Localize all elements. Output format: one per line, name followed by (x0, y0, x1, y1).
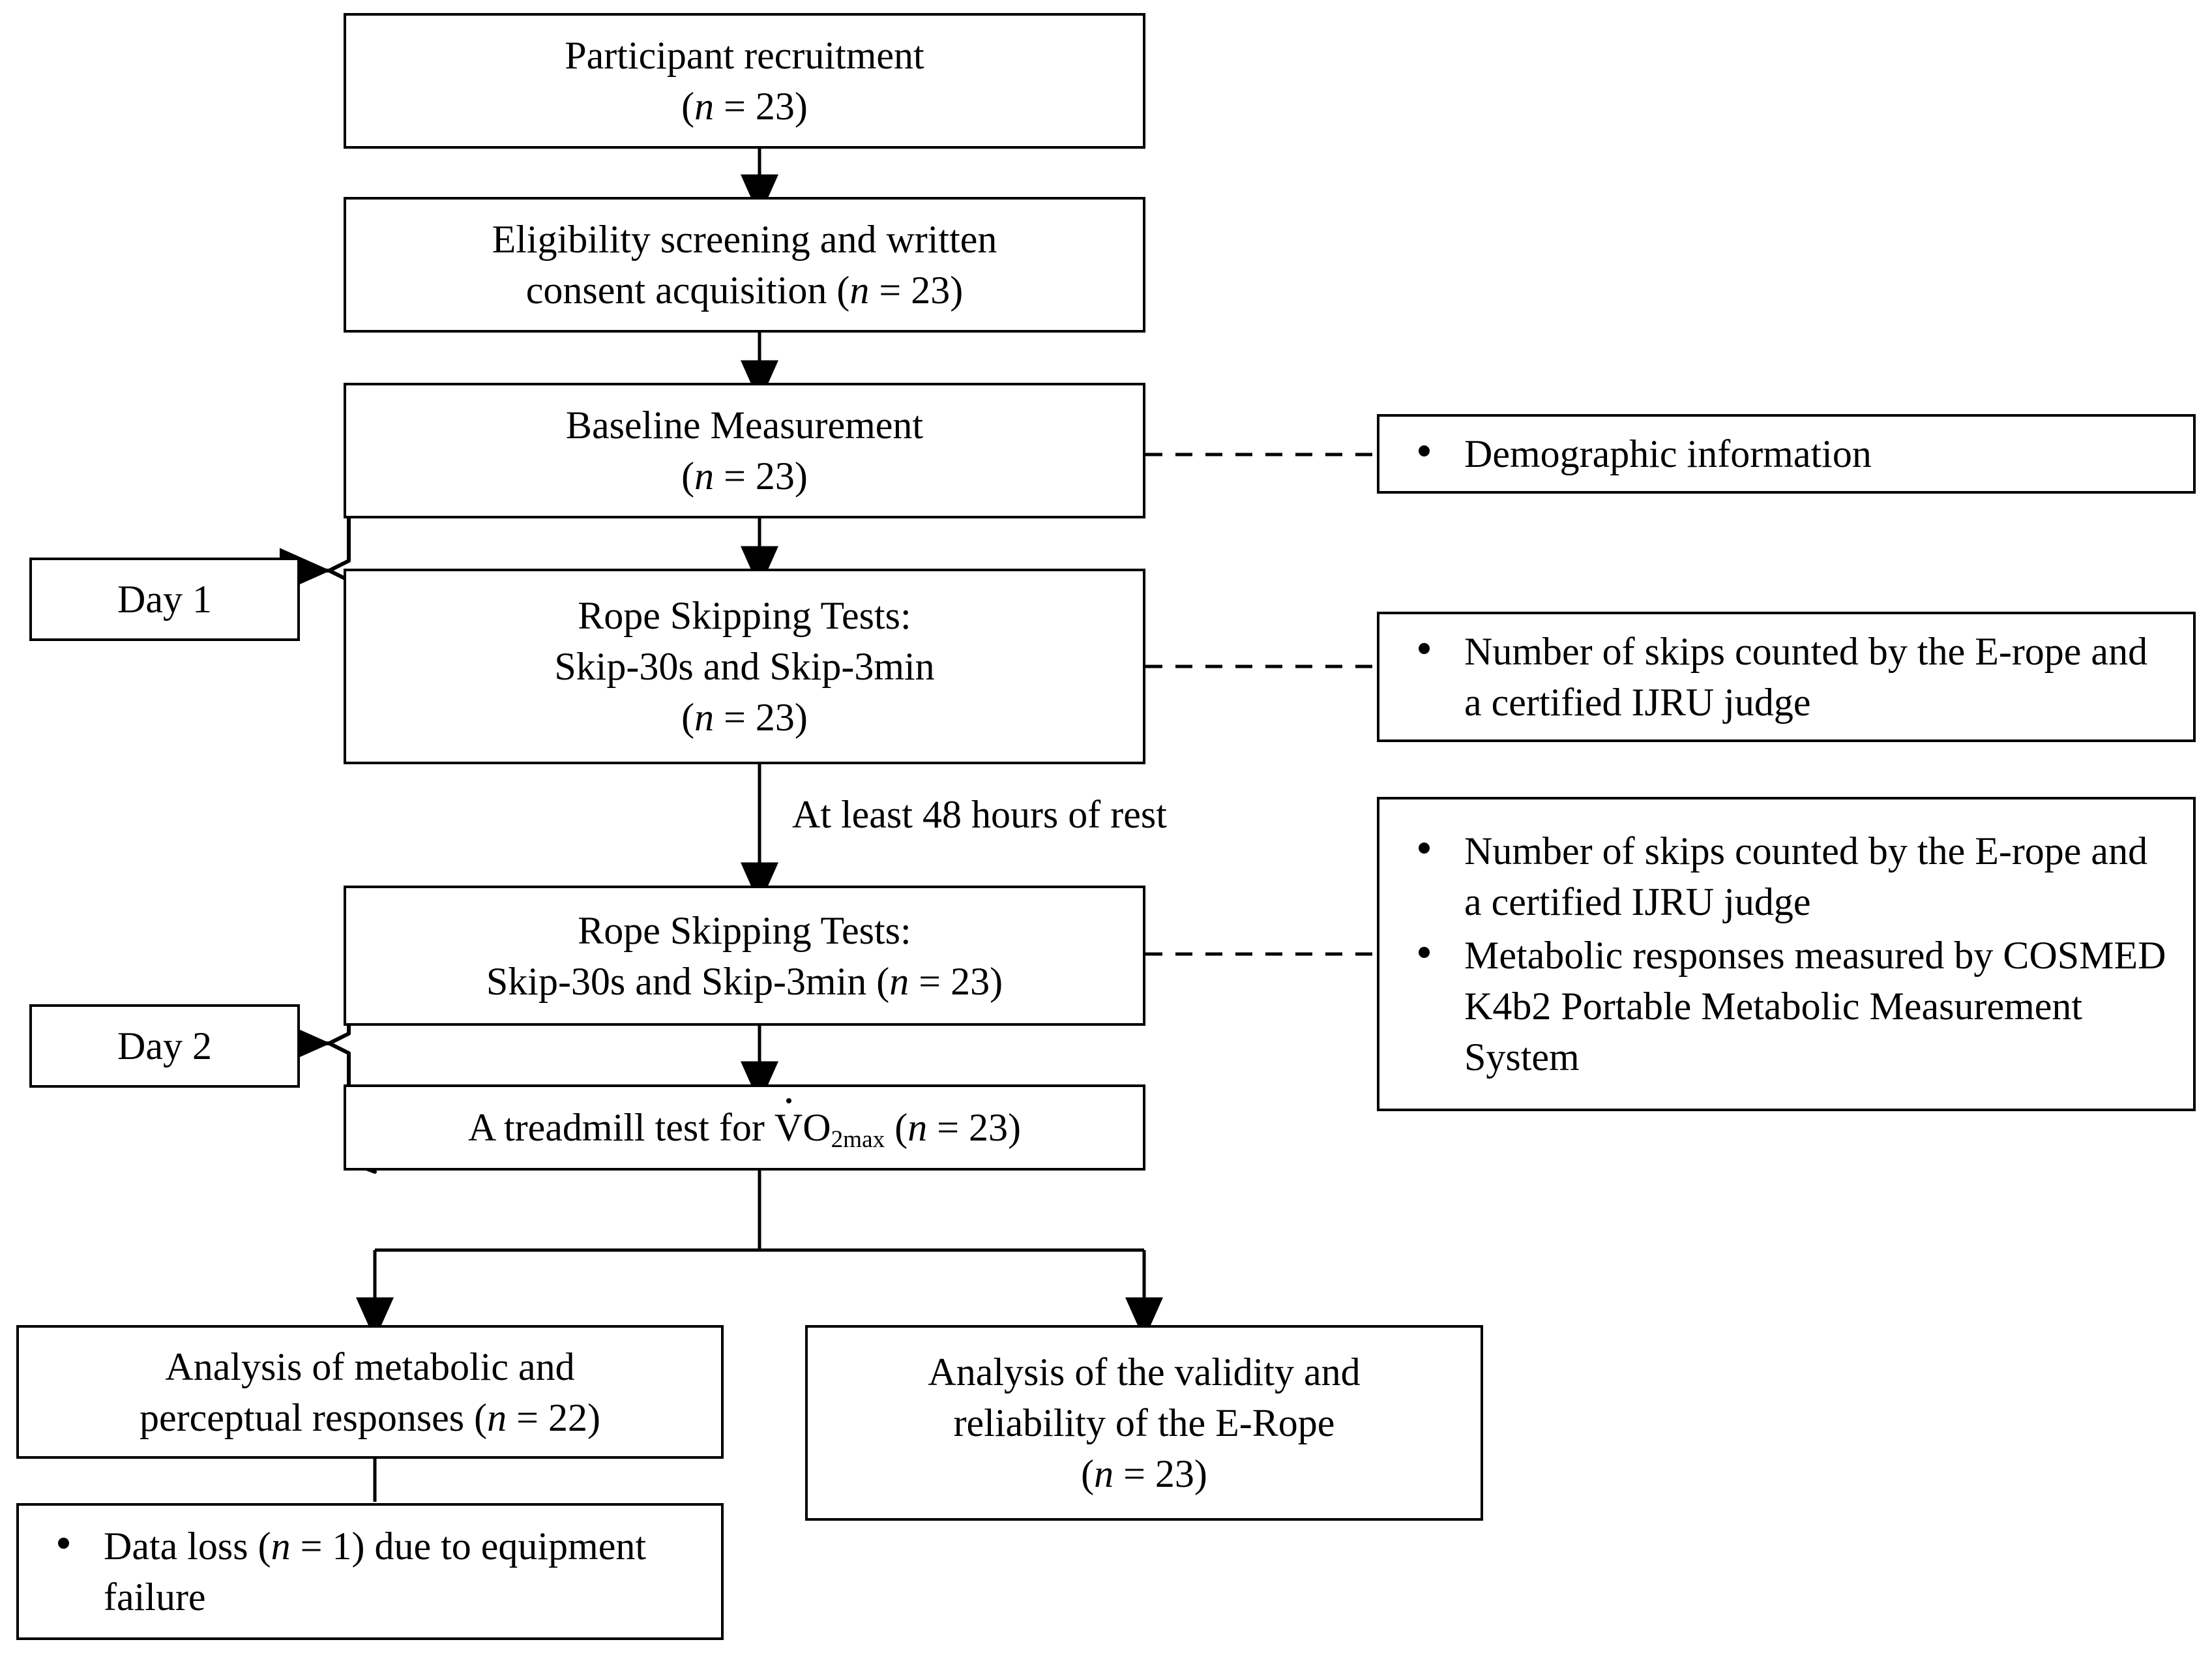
day2-measures-bullet-list: Number of skips counted by the E-rope an… (1379, 826, 2193, 1082)
node-analysis-metabolic-perceptual-text: Analysis of metabolic and perceptual res… (128, 1341, 612, 1443)
node-baseline-measurement-text: Baseline Measurement (n = 23) (554, 400, 935, 501)
n-italic: n (694, 85, 715, 128)
bullet-dot-icon (1419, 445, 1430, 457)
n-italic: n (889, 959, 909, 1003)
node-baseline-measurement[interactable]: Baseline Measurement (n = 23) (344, 383, 1145, 518)
node-analysis-validity-reliability-text: Analysis of the validity and reliability… (916, 1347, 1372, 1499)
note-day1-measures[interactable]: Number of skips counted by the E-rope an… (1377, 612, 2196, 742)
edge-label-rest-period: At least 48 hours of rest (786, 792, 1173, 837)
day2-bullet-text-1: Number of skips counted by the E-rope an… (1464, 829, 2148, 923)
demographic-bullet-list: Demographic information (1379, 428, 2193, 479)
node-treadmill-test-text: A treadmill test for VO2max (n = 23) (456, 1102, 1033, 1153)
label-day-2-text: Day 2 (117, 1024, 212, 1067)
v-dot-symbol: V (774, 1102, 803, 1153)
data-loss-prefix: Data loss ( (104, 1525, 271, 1568)
node-rope-skipping-tests-day2[interactable]: Rope Skipping Tests: Skip-30s and Skip-3… (344, 886, 1145, 1026)
node-analysis-metabolic-perceptual[interactable]: Analysis of metabolic and perceptual res… (16, 1325, 724, 1459)
ropeday1-line-3: (n = 23) (681, 696, 808, 739)
analysis-validity-line-2: reliability of the E-Rope (953, 1401, 1335, 1444)
list-item: Data loss (n = 1) due to equipment failu… (54, 1521, 699, 1622)
list-item: Metabolic responses measured by COSMED K… (1415, 930, 2171, 1082)
list-item: Number of skips counted by the E-rope an… (1415, 626, 2171, 728)
node-rope-skipping-tests-day1-text: Rope Skipping Tests: Skip-30s and Skip-3… (542, 590, 946, 743)
node-eligibility-screening[interactable]: Eligibility screening and written consen… (344, 197, 1145, 333)
treadmill-mid: ( (885, 1106, 908, 1149)
baseline-line-2: (n = 23) (681, 455, 808, 498)
n-italic: n (694, 455, 715, 498)
baseline-line-1: Baseline Measurement (565, 404, 924, 447)
label-day-1-text: Day 1 (117, 577, 212, 621)
vo2max-subscript: 2max (831, 1126, 885, 1153)
node-participant-recruitment-text: Participant recruitment (n = 23) (553, 30, 936, 132)
list-item: Number of skips counted by the E-rope an… (1415, 826, 2171, 927)
bullet-dot-icon (58, 1538, 69, 1549)
note-demographic-information[interactable]: Demographic information (1377, 414, 2196, 494)
label-day-1[interactable]: Day 1 (29, 558, 300, 641)
o-symbol: O (803, 1106, 831, 1149)
bullet-dot-icon (1419, 643, 1430, 655)
node-analysis-validity-reliability[interactable]: Analysis of the validity and reliability… (805, 1325, 1483, 1521)
n-italic: n (694, 696, 715, 739)
recruitment-line-1: Participant recruitment (565, 34, 924, 77)
data-loss-bullet-list: Data loss (n = 1) due to equipment failu… (19, 1521, 721, 1622)
analysis-metabolic-line-2: perceptual responses (n = 22) (140, 1396, 600, 1439)
bullet-dot-icon (1419, 947, 1430, 959)
eligibility-line-2: consent acquisition (n = 23) (525, 269, 964, 312)
n-italic: n (271, 1525, 291, 1568)
node-data-loss[interactable]: Data loss (n = 1) due to equipment failu… (16, 1503, 724, 1640)
day1-measures-bullet-list: Number of skips counted by the E-rope an… (1379, 626, 2193, 728)
analysis-metabolic-line-1: Analysis of metabolic and (165, 1345, 575, 1388)
bullet-dot-icon (1419, 843, 1430, 854)
ropeday1-line-2: Skip-30s and Skip-3min (554, 645, 935, 688)
n-italic: n (907, 1106, 928, 1149)
ropeday1-line-1: Rope Skipping Tests: (578, 594, 911, 637)
node-participant-recruitment[interactable]: Participant recruitment (n = 23) (344, 13, 1145, 149)
demographic-bullet-text: Demographic information (1464, 432, 1872, 475)
node-rope-skipping-tests-day1[interactable]: Rope Skipping Tests: Skip-30s and Skip-3… (344, 569, 1145, 764)
recruitment-line-2: (n = 23) (681, 85, 808, 128)
eligibility-line-1: Eligibility screening and written (492, 218, 997, 261)
edge-label-rest-period-text: At least 48 hours of rest (792, 793, 1167, 836)
node-eligibility-screening-text: Eligibility screening and written consen… (480, 214, 1009, 316)
n-italic: n (849, 269, 870, 312)
analysis-validity-line-3: (n = 23) (1081, 1452, 1207, 1495)
n-italic: n (1094, 1452, 1114, 1495)
ropeday2-line-2: Skip-30s and Skip-3min (n = 23) (486, 959, 1003, 1003)
list-item: Demographic information (1415, 428, 2171, 479)
analysis-validity-line-1: Analysis of the validity and (928, 1351, 1361, 1394)
data-loss-suffix: = 1) due to equipment failure (104, 1525, 647, 1619)
node-treadmill-test[interactable]: A treadmill test for VO2max (n = 23) (344, 1084, 1145, 1171)
day1-bullet-text: Number of skips counted by the E-rope an… (1464, 630, 2148, 724)
n-italic: n (487, 1396, 507, 1439)
node-rope-skipping-tests-day2-text: Rope Skipping Tests: Skip-30s and Skip-3… (475, 905, 1014, 1007)
day2-bullet-text-2: Metabolic responses measured by COSMED K… (1464, 934, 2166, 1079)
note-day2-measures[interactable]: Number of skips counted by the E-rope an… (1377, 797, 2196, 1111)
treadmill-suffix: = 23) (927, 1106, 1022, 1149)
ropeday2-line-1: Rope Skipping Tests: (578, 908, 911, 952)
label-day-2[interactable]: Day 2 (29, 1004, 300, 1088)
treadmill-prefix: A treadmill test for (467, 1106, 774, 1149)
